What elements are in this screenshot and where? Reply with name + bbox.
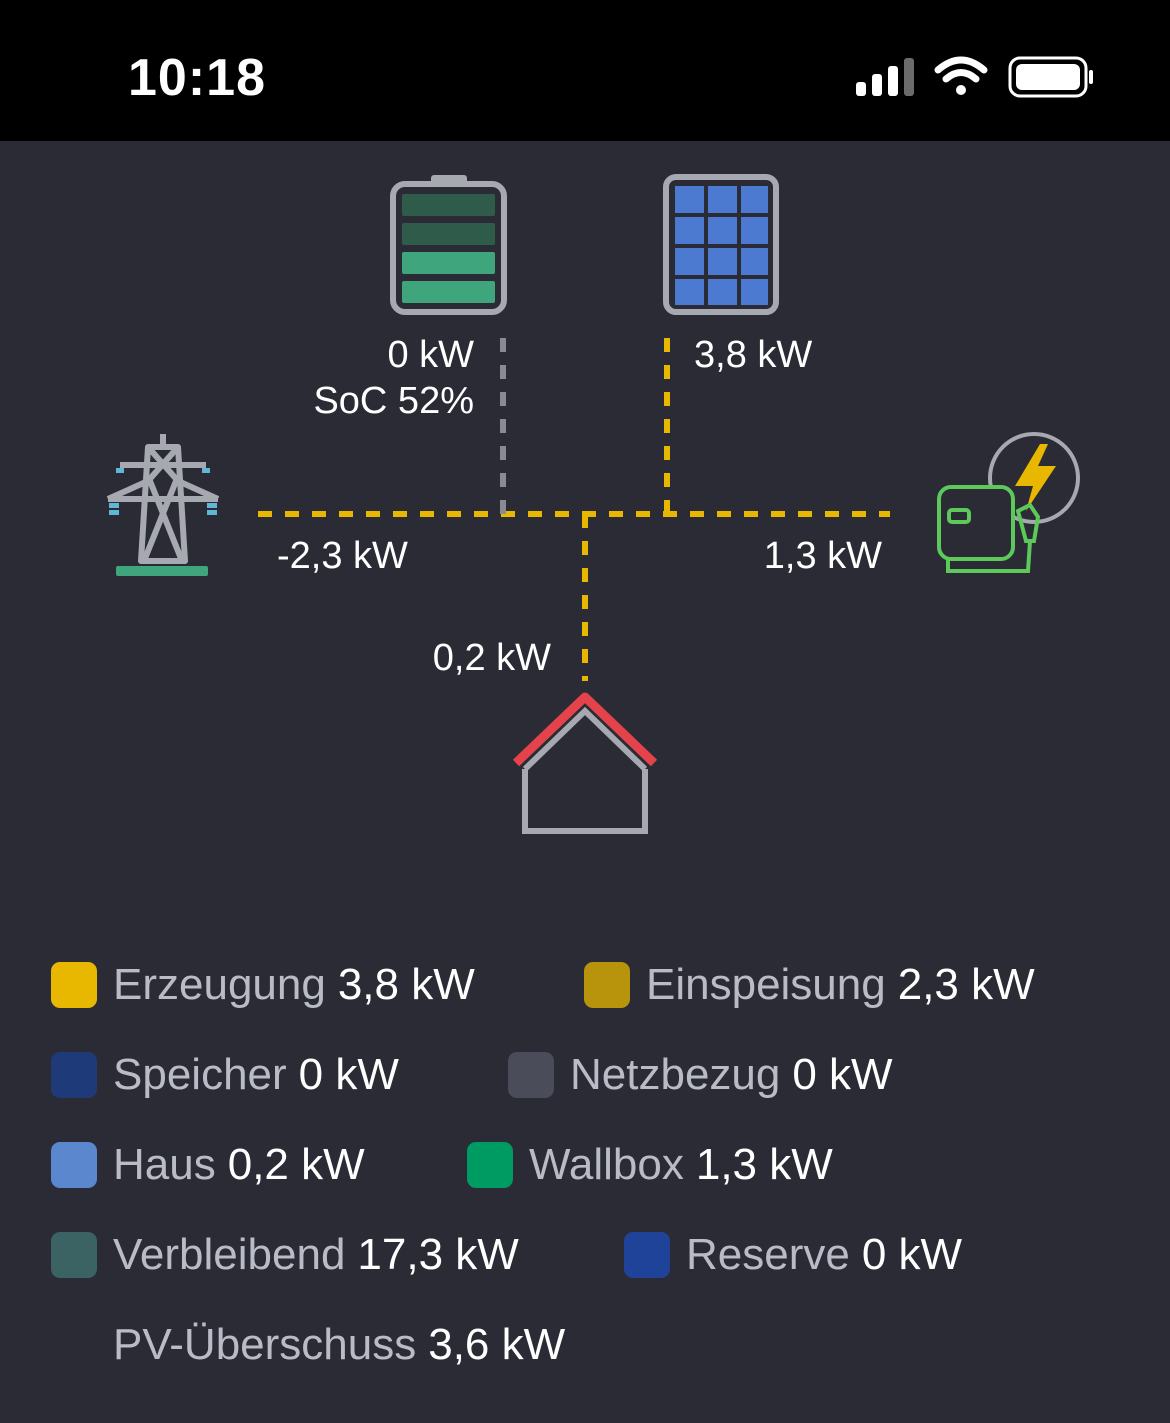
battery-power-label: 0 kW xyxy=(387,334,474,376)
flow-graphic xyxy=(106,174,1080,834)
legend-item-verbleibend: Verbleibend 17,3 kW xyxy=(51,1230,519,1280)
legend-item-erzeugung: Erzeugung 3,8 kW xyxy=(51,960,475,1010)
legend-swatch xyxy=(51,962,97,1008)
house-power-label: 0,2 kW xyxy=(432,637,551,679)
energy-legend: Erzeugung 3,8 kW Einspeisung 2,3 kW Spei… xyxy=(0,940,1170,1400)
grid-ground xyxy=(116,566,208,576)
legend-item-einspeisung: Einspeisung 2,3 kW xyxy=(584,960,1035,1010)
legend-item-reserve: Reserve 0 kW xyxy=(624,1230,962,1280)
legend-swatch xyxy=(51,1232,97,1278)
status-icons xyxy=(856,56,1093,98)
power-grid-icon xyxy=(106,434,220,564)
legend-swatch xyxy=(467,1142,513,1188)
status-time: 10:18 xyxy=(128,49,266,107)
legend-item-haus: Haus 0,2 kW xyxy=(51,1140,365,1190)
legend-swatch xyxy=(584,962,630,1008)
flow-lines xyxy=(258,338,890,681)
legend-item-wallbox: Wallbox 1,3 kW xyxy=(467,1140,833,1190)
legend-item-pv-ueberschuss: PV-Überschuss 3,6 kW xyxy=(113,1320,566,1369)
grid-insulators xyxy=(109,468,217,515)
legend-swatch xyxy=(624,1232,670,1278)
legend-item-netzbezug: Netzbezug 0 kW xyxy=(508,1050,893,1100)
legend-swatch xyxy=(51,1142,97,1188)
solar-power-label: 3,8 kW xyxy=(694,334,813,376)
cellular-signal-icon xyxy=(856,58,914,96)
grid-power-label: -2,3 kW xyxy=(277,535,408,577)
legend-item-speicher: Speicher 0 kW xyxy=(51,1050,399,1100)
energy-flow-diagram: 0 kW SoC 52% 3,8 kW -2,3 kW 1,3 kW 0,2 k… xyxy=(0,141,1170,901)
legend-swatch xyxy=(51,1052,97,1098)
house-icon xyxy=(512,692,658,834)
solar-panel-icon xyxy=(663,174,779,315)
battery-icon xyxy=(390,175,507,315)
battery-status-icon xyxy=(1008,56,1093,98)
wallbox-power-label: 1,3 kW xyxy=(763,535,882,577)
wallbox-icon xyxy=(937,432,1080,573)
status-bar: 10:18 xyxy=(0,0,1170,141)
legend-swatch xyxy=(508,1052,554,1098)
battery-soc-label: SoC 52% xyxy=(313,380,474,422)
wifi-icon xyxy=(934,56,988,95)
